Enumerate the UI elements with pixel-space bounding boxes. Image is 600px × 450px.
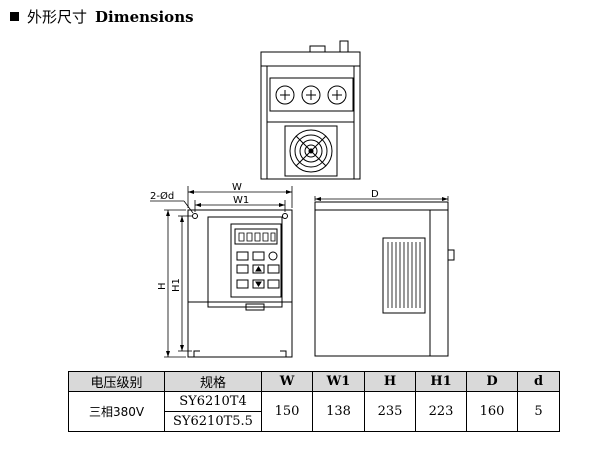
value-h1: 223 [415,391,467,432]
model-t5-5: SY6210T5.5 [165,411,261,431]
header-w: W [261,371,313,392]
table-row: 三相380V SY6210T4 SY6210T5.5 150 138 235 2… [68,391,560,432]
value-w1: 138 [312,391,365,432]
value-d: 160 [466,391,518,432]
header-h: H [364,371,416,392]
heading-english: Dimensions [95,8,194,26]
model-cell: SY6210T4 SY6210T5.5 [164,391,262,432]
value-w: 150 [261,391,313,432]
dim-label-d: D [371,189,379,200]
top-view [260,40,361,180]
header-d: D [466,371,518,392]
front-view [187,209,293,358]
model-t4: SY6210T4 [179,394,247,409]
header-voltage: 电压级别 [68,371,165,392]
dimension-drawing: W W1 2-Ød H H1 D [150,40,455,358]
header-w1: W1 [312,371,365,392]
dim-label-w: W [232,182,242,193]
header-d-small: d [517,371,560,392]
dim-label-h1: H1 [171,278,182,292]
dim-label-holes: 2-Ød [150,190,174,202]
dimension-lines [150,186,449,358]
square-bullet-icon [10,12,19,21]
value-h: 235 [364,391,416,432]
heading-chinese: 外形尺寸 [27,8,88,26]
value-d-small: 5 [517,391,560,432]
dim-label-w1: W1 [233,195,249,206]
header-h1: H1 [415,371,467,392]
dim-label-h: H [157,282,168,290]
side-view [314,201,455,357]
dimensions-table: 电压级别 规格 W W1 H H1 D d 三相380V SY6210T4 SY… [68,371,560,432]
voltage-cell: 三相380V [68,391,165,432]
header-model: 规格 [164,371,262,392]
section-heading: 外形尺寸 Dimensions [10,6,194,27]
